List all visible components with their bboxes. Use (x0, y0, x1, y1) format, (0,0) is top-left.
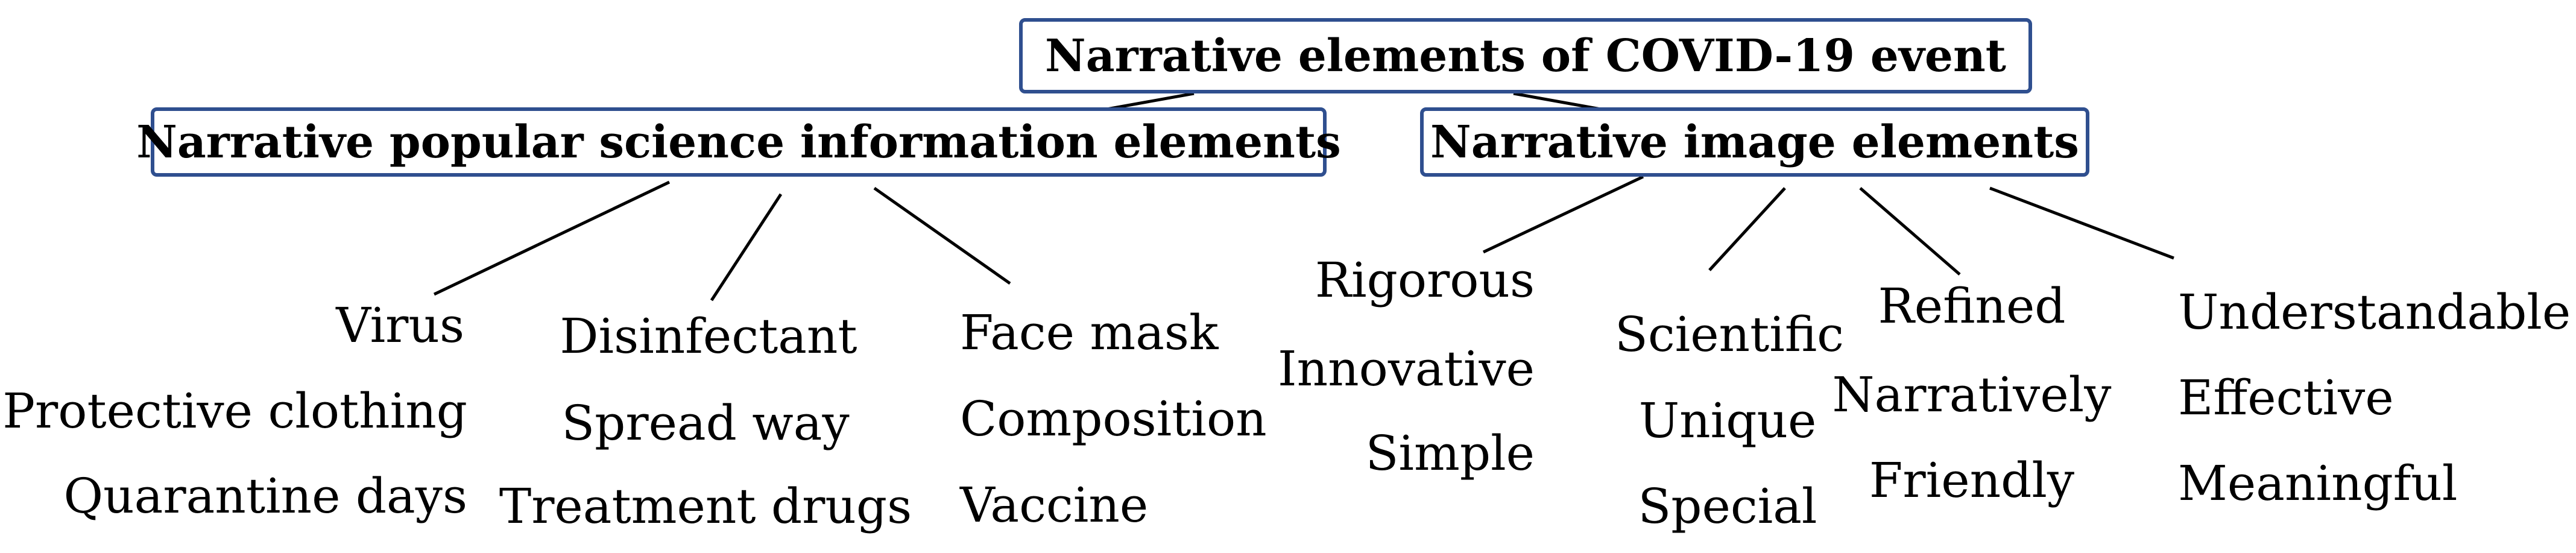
term: Effective (2178, 370, 2394, 426)
term: Special (1638, 478, 1817, 534)
term: Disinfectant (560, 308, 857, 364)
term: Innovative (1278, 341, 1535, 397)
term: Narratively (1832, 367, 2112, 423)
term: Unique (1638, 393, 1817, 449)
term: Rigorous (1315, 252, 1535, 308)
connector-image-to-group-4 (1989, 186, 2174, 260)
term: Understandable (2178, 284, 2571, 340)
connector-science-to-group-2 (710, 193, 783, 302)
branch-node-image-label: Narrative image elements (1430, 116, 2079, 168)
term: Spread way (561, 395, 850, 451)
connector-root-to-science (1103, 92, 1195, 112)
term: Virus (336, 297, 464, 353)
term: Quarantine days (63, 468, 467, 524)
branch-node-image: Narrative image elements (1420, 107, 2089, 177)
term: Vaccine (960, 477, 1149, 533)
term: Face mask (960, 305, 1219, 361)
term: Treatment drugs (499, 478, 912, 534)
connector-root-to-image (1513, 92, 1605, 112)
term: Friendly (1869, 452, 2075, 508)
root-node-label: Narrative elements of COVID-19 event (1045, 30, 2006, 82)
connector-science-to-group-3 (873, 186, 1011, 285)
term: Refined (1878, 278, 2066, 334)
term: Composition (960, 391, 1267, 447)
connector-image-to-group-1 (1482, 175, 1644, 254)
term: Protective clothing (2, 383, 467, 439)
connector-image-to-group-2 (1708, 187, 1786, 271)
term: Scientific (1615, 306, 1844, 362)
term: Meaningful (2178, 455, 2458, 511)
branch-node-science: Narrative popular science information el… (136, 107, 1341, 177)
connector-science-to-group-1 (433, 180, 671, 296)
connector-image-to-group-3 (1859, 187, 1961, 276)
branch-node-science-label: Narrative popular science information el… (136, 116, 1341, 168)
term: Simple (1365, 425, 1535, 481)
root-node: Narrative elements of COVID-19 event (1019, 18, 2032, 93)
